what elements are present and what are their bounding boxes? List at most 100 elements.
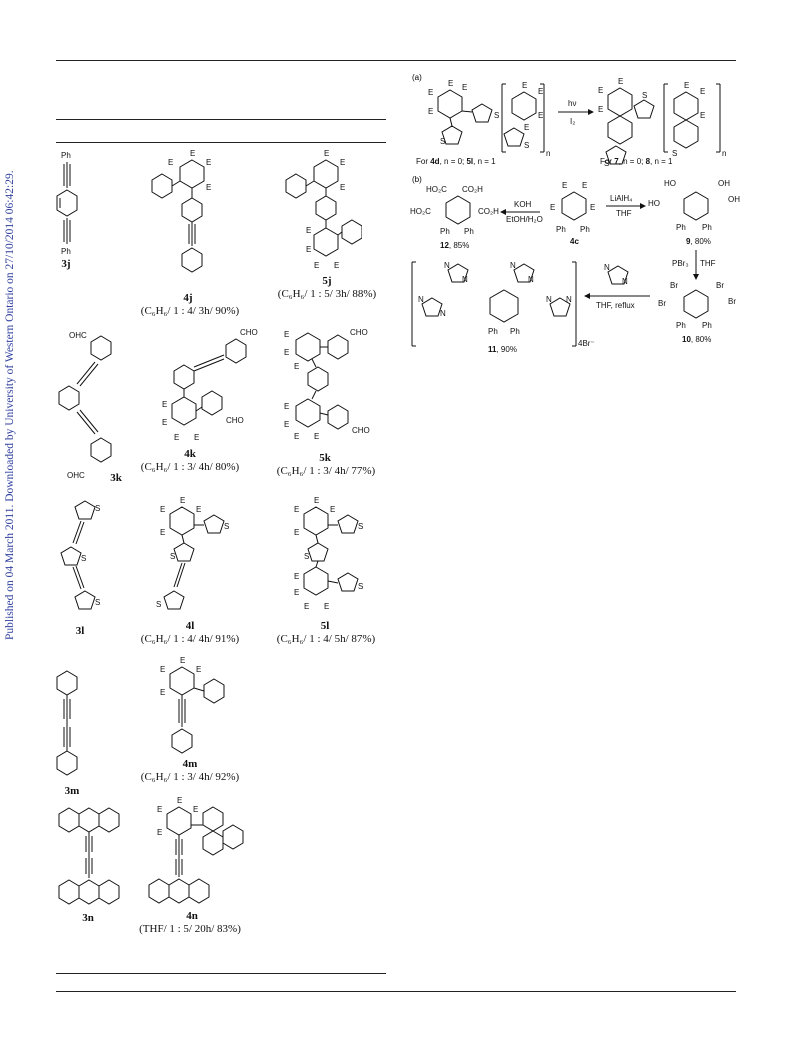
atom-label: E (294, 528, 299, 537)
scheme-a-label: (a) (412, 73, 422, 82)
atom-label: E (314, 432, 319, 441)
atom-label: E (314, 261, 319, 270)
atom-label: N (604, 263, 610, 272)
reaction-conditions: (THF/ 1 : 5/ 20h/ 83%) (139, 923, 241, 935)
structure-4n: E E E E (148, 796, 244, 904)
atom-label: Ph (556, 225, 566, 234)
atom-label: E (522, 81, 527, 90)
compound-label: 4k (184, 448, 196, 460)
atom-label: CHO (226, 416, 244, 425)
structure-3m (56, 670, 78, 776)
atom-label: E (206, 158, 211, 167)
atom-label: CHO (350, 328, 368, 337)
atom-label: E (180, 496, 185, 505)
atom-label: E (314, 496, 319, 505)
table-rule-1 (56, 119, 386, 120)
atom-label: S (440, 137, 445, 146)
compound-label: 3k (110, 472, 122, 484)
structure-4j: E E E E (151, 149, 211, 273)
atom-label: S (95, 598, 100, 607)
atom-label: Ph (61, 151, 71, 160)
atom-label: HO (664, 179, 676, 188)
download-notice: Published on 04 March 2011. Downloaded b… (4, 170, 16, 640)
atom-label: E (304, 602, 309, 611)
atom-label: E (194, 433, 199, 442)
atom-label: HO₂C (410, 207, 431, 216)
atom-label: E (324, 149, 329, 158)
atom-label: N (444, 261, 450, 270)
atom-label: E (174, 433, 179, 442)
atom-label: E (294, 432, 299, 441)
compound-label: 3j (61, 258, 71, 270)
atom-label: S (358, 582, 363, 591)
repeat-n: n (722, 149, 726, 158)
atom-label: E (700, 87, 705, 96)
scheme-b-label: (b) (412, 175, 422, 184)
compound-9: 9, 80% (686, 237, 711, 246)
atom-label: E (598, 86, 603, 95)
atom-label: Ph (510, 327, 520, 336)
atom-label: S (672, 149, 677, 158)
atom-label: CHO (352, 426, 370, 435)
atom-label: E (177, 796, 182, 805)
atom-label: E (162, 400, 167, 409)
reaction-conditions: (C₆H₆/ 1 : 4/ 5h/ 87%) (276, 633, 376, 645)
atom-label: HO₂C (426, 185, 447, 194)
reagent-etoh: EtOH/H₂O (506, 215, 543, 224)
compound-label: 4n (186, 910, 198, 922)
compound-12: 12, 85% (440, 241, 469, 250)
reaction-conditions: (C₆H₆/ 1 : 3/ 4h/ 77%) (276, 465, 376, 477)
atom-label: N (440, 309, 446, 318)
atom-label: CO₂H (462, 185, 483, 194)
atom-label: E (284, 402, 289, 411)
atom-label: CO₂H (478, 207, 499, 216)
compound-label: 5l (320, 620, 330, 632)
reaction-conditions: (C₆H₆/ 1 : 4/ 3h/ 90%) (140, 305, 240, 317)
atom-label: E (590, 203, 595, 212)
atom-label: E (700, 111, 705, 120)
atom-label: E (294, 572, 299, 581)
atom-label: E (284, 330, 289, 339)
reagent-koh: KOH (514, 200, 532, 209)
atom-label: E (294, 588, 299, 597)
atom-label: E (582, 181, 587, 190)
atom-label: N (566, 295, 572, 304)
table-rule-2 (56, 142, 386, 143)
atom-label: E (330, 505, 335, 514)
atom-label: OH (728, 195, 740, 204)
atom-label: Br (658, 299, 666, 308)
top-rule (56, 60, 736, 61)
atom-label: S (358, 522, 363, 531)
atom-label: Br (670, 281, 678, 290)
atom-label: N (418, 295, 424, 304)
atom-label: S (304, 552, 309, 561)
reaction-conditions: (C₆H₆/ 1 : 3/ 4h/ 80%) (140, 461, 240, 473)
atom-label: S (224, 522, 229, 531)
atom-label: E (157, 805, 162, 814)
atom-label: E (598, 105, 603, 114)
atom-label: S (95, 504, 100, 513)
atom-label: E (428, 88, 433, 97)
scheme-a-right-caption: For 7, n = 0; 8, n = 1 (600, 157, 673, 166)
structure-3j: Ph Ph (56, 151, 78, 256)
atom-label: OH (718, 179, 730, 188)
atom-label: E (190, 149, 195, 158)
atom-label: E (284, 420, 289, 429)
atom-label: E (306, 226, 311, 235)
atom-label: HO (648, 199, 660, 208)
atom-label: E (284, 348, 289, 357)
atom-label: E (193, 805, 198, 814)
atom-label: S (494, 111, 499, 120)
atom-label: E (562, 181, 567, 190)
structure-4k: CHO E E E E CHO (162, 328, 258, 442)
compound-10: 10, 80% (682, 335, 711, 344)
atom-label: CHO (240, 328, 258, 337)
atom-label: Ph (702, 321, 712, 330)
reaction-conditions: (C₆H₆/ 1 : 5/ 3h/ 88%) (277, 288, 377, 300)
compound-label: 3m (64, 785, 80, 797)
reaction-conditions: (C₆H₆/ 1 : 3/ 4h/ 92%) (140, 771, 240, 783)
repeat-n: n (546, 149, 550, 158)
atom-label: Ph (464, 227, 474, 236)
atom-label: Br (728, 297, 736, 306)
atom-label: S (156, 600, 161, 609)
